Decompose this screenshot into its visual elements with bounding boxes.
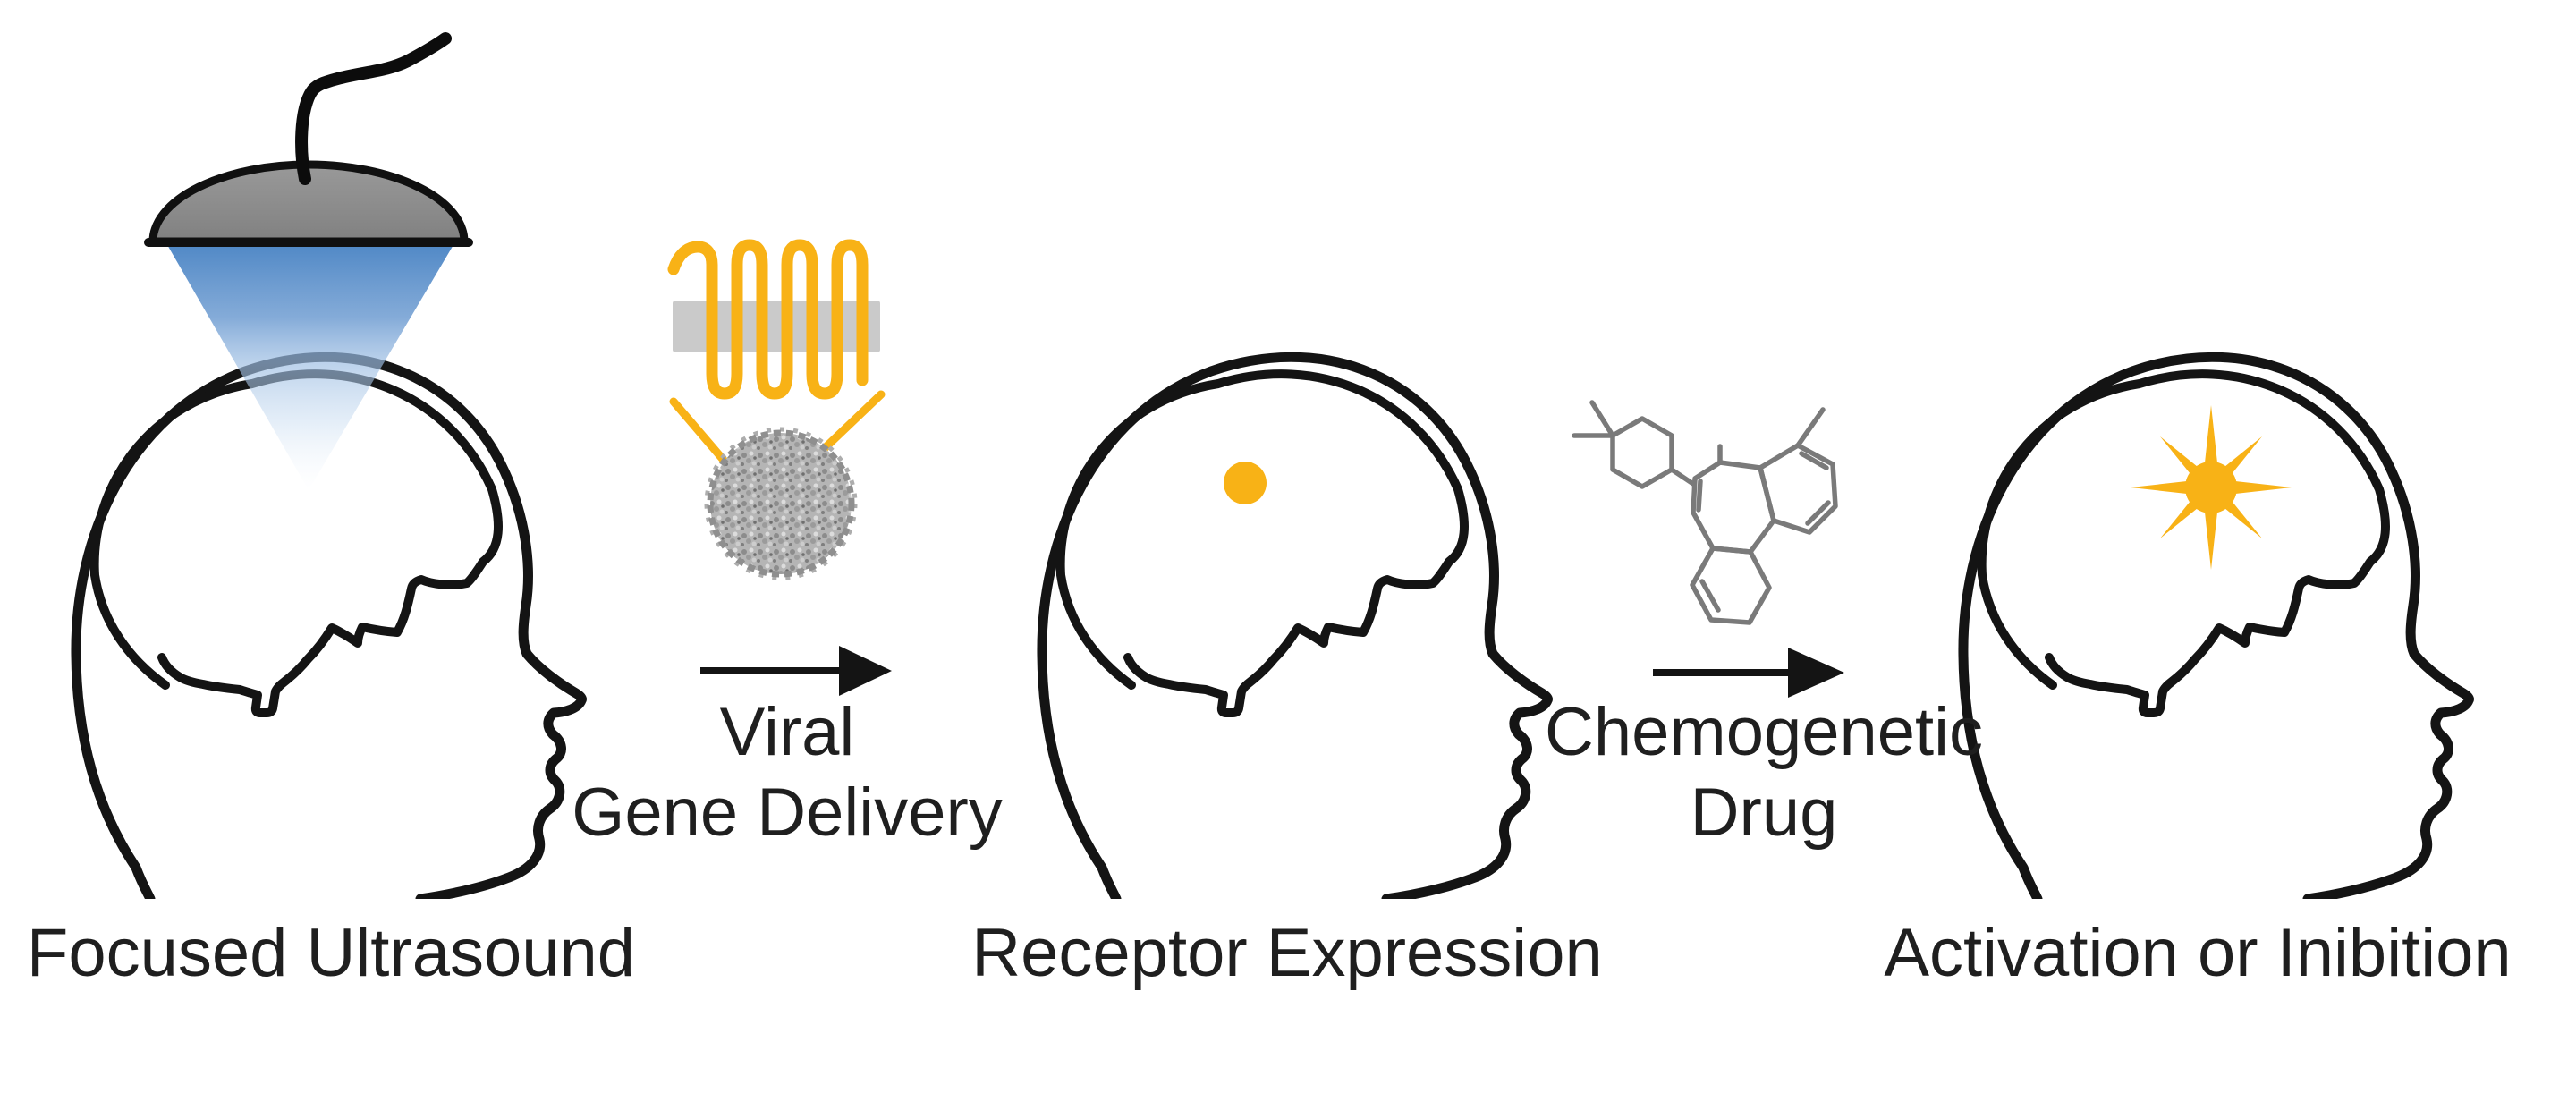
ultrasound-transducer-icon	[144, 32, 473, 247]
arrow-label-viral-gene-delivery: Viral Gene Delivery	[572, 692, 1003, 853]
caption-activation-inhibition: Activation or Inibition	[1884, 915, 2512, 991]
receptor-expression-dot-icon	[1224, 462, 1267, 504]
right-arrow-icon-1	[700, 646, 892, 696]
transducer-cable-icon	[295, 32, 452, 185]
receptor-coil	[667, 239, 869, 400]
caption-focused-ultrasound: Focused Ultrasound	[26, 915, 636, 991]
arrow-label-line2: Gene Delivery	[572, 775, 1003, 851]
right-arrow-icon-2	[1653, 648, 1844, 698]
aav-virus-icon	[704, 427, 858, 580]
caption-receptor-expression: Receptor Expression	[971, 915, 1603, 991]
arrow-label-line1: Chemogenetic	[1544, 694, 1984, 770]
ultrasound-beam-icon	[166, 243, 454, 490]
chemogenetic-molecule-icon	[1572, 400, 1838, 625]
cell-membrane-icon	[673, 301, 880, 352]
arrow-label-chemogenetic-drug: Chemogenetic Drug	[1545, 692, 1983, 853]
arrow-label-line2: Drug	[1690, 775, 1838, 851]
activation-starburst-icon	[2131, 405, 2292, 570]
arrow-label-line1: Viral	[719, 694, 855, 770]
